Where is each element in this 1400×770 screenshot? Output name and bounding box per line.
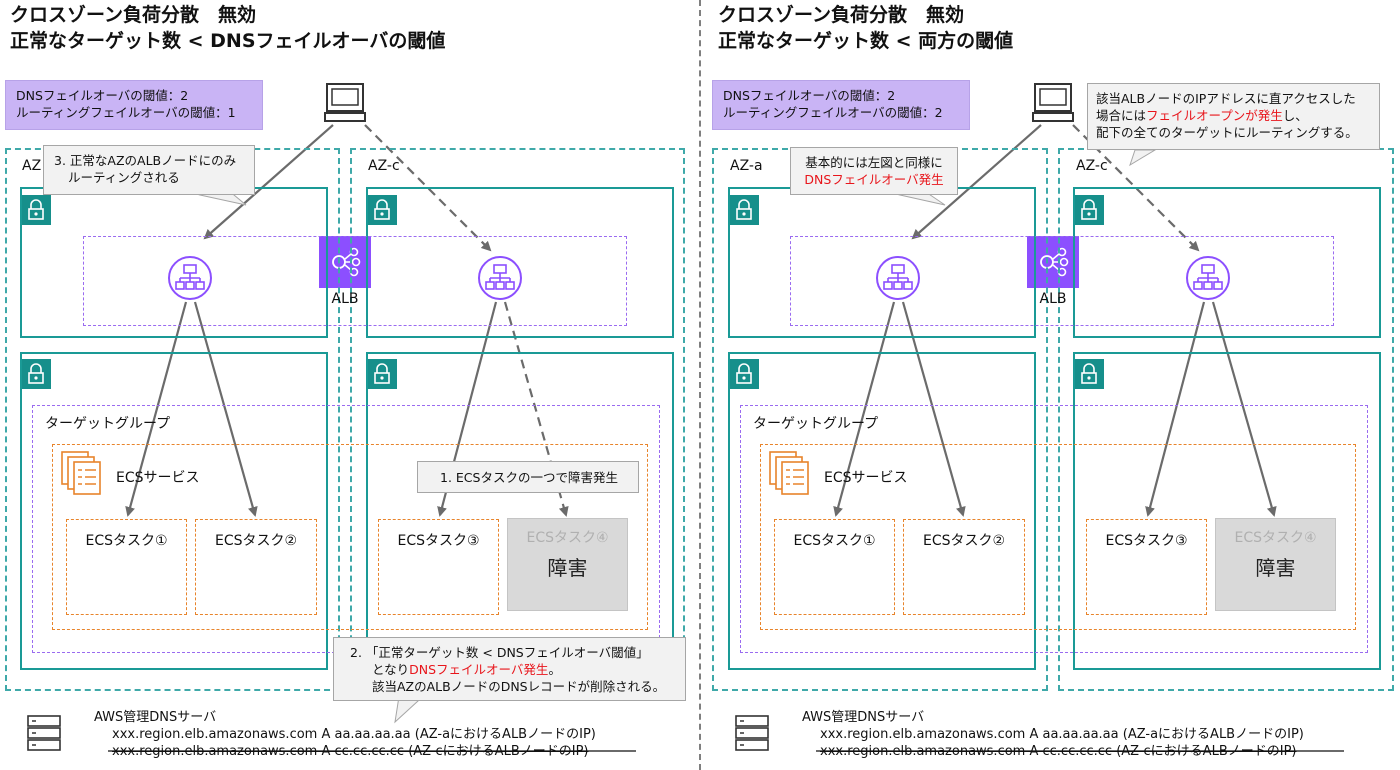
left-title-line2: 正常なターゲット数 < DNSフェイルオーバの閾値 <box>10 30 446 52</box>
right-ecs-task-1-label: ECSタスク① <box>793 533 876 549</box>
right-threshold-dns: DNSフェイルオーバの閾値：2 <box>723 88 896 103</box>
right-ecs-task-1: ECSタスク① <box>774 519 895 615</box>
right-dns-record-c-deleted: xxx.region.elb.amazonaws.com A cc.cc.cc.… <box>820 744 1297 759</box>
left-ecs-task-1: ECSタスク① <box>66 519 187 615</box>
left-alb-label: ALB <box>331 291 359 307</box>
left-ecs-task-4-label: ECSタスク④ <box>526 530 609 546</box>
left-ecs-task-3-label: ECSタスク③ <box>397 533 480 549</box>
left-ecs-task-2-label: ECSタスク② <box>214 533 298 549</box>
left-alb-boundary <box>83 236 627 326</box>
right-failure-label: 障害 <box>1255 556 1296 580</box>
left-ecs-service <box>52 444 648 630</box>
left-threshold-box: DNSフェイルオーバの閾値：2 ルーティングフェイルオーバの閾値：1 <box>5 80 263 130</box>
left-ecs-task-2: ECSタスク② <box>195 519 317 615</box>
right-callout-open-line2: 場合にはフェイルオープンが発生し、 <box>1096 108 1308 123</box>
left-callout-dns-line2: となりDNSフェイルオーバ発生。 <box>372 662 561 677</box>
left-dns-record-a: xxx.region.elb.amazonaws.com A aa.aa.aa.… <box>112 727 596 742</box>
right-callout-basic-line2: DNSフェイルオーバ発生 <box>804 172 944 187</box>
right-ecs-service-label: ECSサービス <box>824 470 908 486</box>
right-private-subnet-c <box>1073 352 1381 670</box>
left-failure-label: 障害 <box>547 556 588 580</box>
right-threshold-routing: ルーティングフェイルオーバの閾値：2 <box>723 105 943 120</box>
right-ecs-task-3: ECSタスク③ <box>1086 519 1207 615</box>
center-divider <box>699 0 701 770</box>
right-dns-record-a: xxx.region.elb.amazonaws.com A aa.aa.aa.… <box>820 727 1304 742</box>
right-alb-boundary <box>790 236 1334 326</box>
left-ecs-task-1-label: ECSタスク① <box>85 533 168 549</box>
client-computer-icon <box>1032 83 1074 122</box>
right-dns-title: AWS管理DNSサーバ <box>802 710 925 725</box>
left-az-a-label: AZ <box>22 158 42 174</box>
right-ecs-task-3-label: ECSタスク③ <box>1105 533 1188 549</box>
client-computer-icon <box>324 83 366 122</box>
right-private-subnet-a <box>728 352 1036 670</box>
right-title-line1: クロスゾーン負荷分散 無効 <box>718 4 965 26</box>
left-az-c-label: AZ-c <box>368 158 400 174</box>
dns-server-icon <box>27 715 61 751</box>
left-ecs-task-4-failed: ECSタスク④ 障害 <box>507 518 628 611</box>
left-target-group-label: ターゲットグループ <box>45 416 171 432</box>
right-ecs-task-2: ECSタスク② <box>903 519 1025 615</box>
left-ecs-task-3: ECSタスク③ <box>378 519 499 615</box>
right-target-group <box>740 405 1368 653</box>
right-title-line2: 正常なターゲット数 < 両方の閾値 <box>718 30 1014 52</box>
left-callout-dns-line3: 該当AZのALBノードのDNSレコードが削除される。 <box>372 679 666 694</box>
left-threshold-routing: ルーティングフェイルオーバの閾値：1 <box>16 105 236 120</box>
left-callout-dns-line1: 2. 「正常ターゲット数 < DNSフェイルオーバ閾値」 <box>350 645 649 660</box>
left-callout-dns-failover: 2. 「正常ターゲット数 < DNSフェイルオーバ閾値」 となりDNSフェイルオ… <box>333 637 686 701</box>
right-threshold-box: DNSフェイルオーバの閾値：2 ルーティングフェイルオーバの閾値：2 <box>712 80 970 130</box>
right-callout-open-line1: 該当ALBノードのIPアドレスに直アクセスした <box>1096 91 1356 106</box>
left-callout-routing-line2: ルーティングされる <box>68 170 180 185</box>
left-ecs-service-label: ECSサービス <box>116 470 200 486</box>
right-public-subnet-c <box>1073 187 1381 338</box>
right-callout-open-line3: 配下の全てのターゲットにルーティングする。 <box>1096 125 1358 140</box>
right-callout-basic-line1: 基本的には左図と同様に <box>805 155 943 170</box>
left-private-subnet-a <box>20 352 328 670</box>
left-public-subnet-c <box>366 187 674 338</box>
left-threshold-dns: DNSフェイルオーバの閾値：2 <box>16 88 189 103</box>
right-ecs-service <box>760 444 1356 630</box>
right-ecs-task-4-failed: ECSタスク④ 障害 <box>1215 518 1336 611</box>
right-az-c-label: AZ-c <box>1076 158 1108 174</box>
right-target-group-label: ターゲットグループ <box>753 416 879 432</box>
right-alb-label: ALB <box>1039 291 1067 307</box>
left-dns-title: AWS管理DNSサーバ <box>94 710 217 725</box>
right-ecs-task-4-label: ECSタスク④ <box>1234 530 1317 546</box>
left-title-line1: クロスゾーン負荷分散 無効 <box>10 4 257 26</box>
right-ecs-task-2-label: ECSタスク② <box>922 533 1006 549</box>
left-callout-failure: 1. ECSタスクの一つで障害発生 <box>417 461 639 493</box>
left-callout-routing: 3. 正常なAZのALBノードにのみ ルーティングされる <box>43 145 255 195</box>
left-dns-record-c-deleted: xxx.region.elb.amazonaws.com A cc.cc.cc.… <box>112 744 589 759</box>
right-callout-basic: 基本的には左図と同様に DNSフェイルオーバ発生 <box>790 147 958 195</box>
left-callout-routing-line1: 3. 正常なAZのALBノードにのみ <box>54 153 237 168</box>
dns-server-icon <box>735 715 769 751</box>
right-az-a-label: AZ-a <box>730 158 763 174</box>
right-callout-fail-open: 該当ALBノードのIPアドレスに直アクセスした 場合にはフェイルオープンが発生し… <box>1087 83 1380 150</box>
